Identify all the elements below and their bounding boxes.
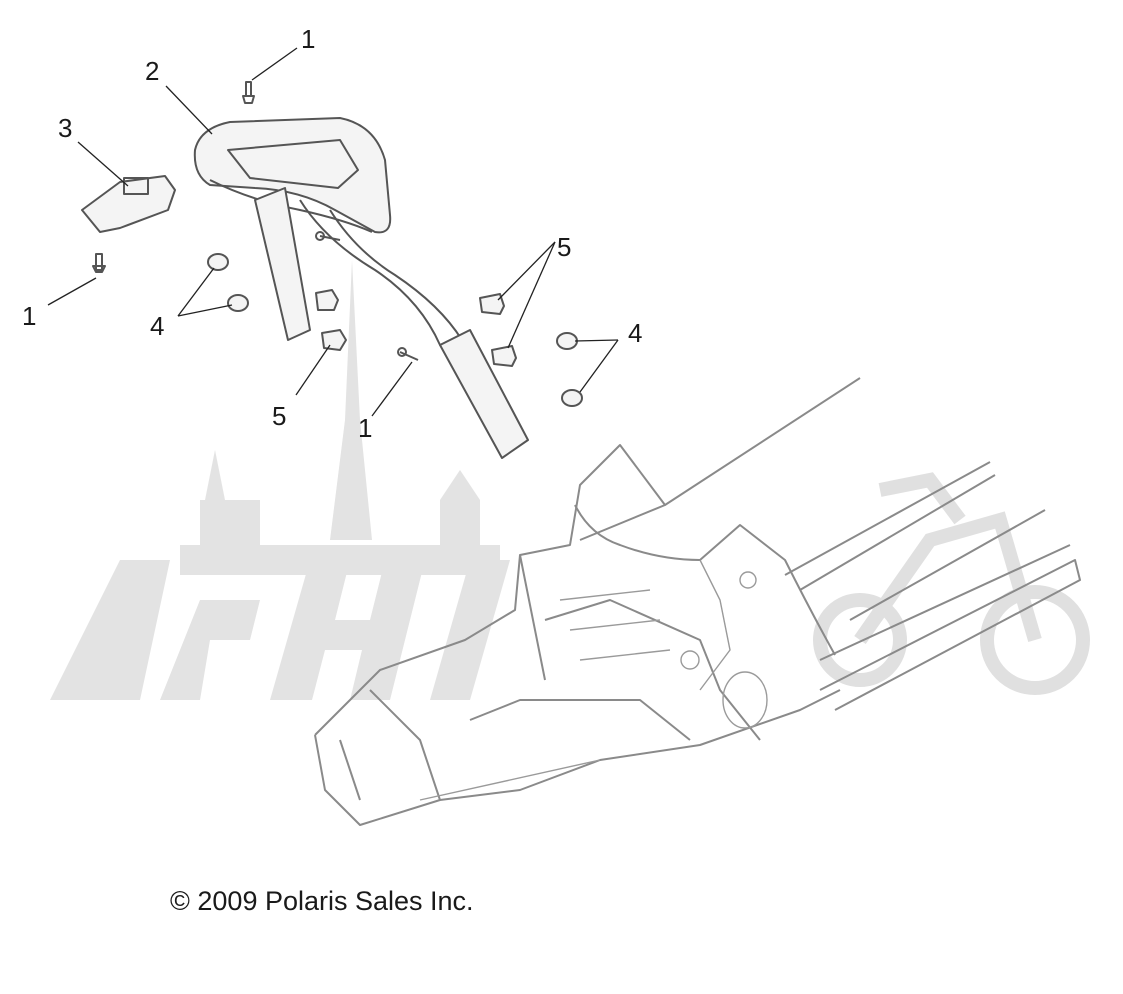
callout-5-right: 5 (557, 232, 571, 262)
callout-labels: 1 2 3 1 4 5 5 4 1 (22, 24, 642, 443)
copyright-notice: © 2009 Polaris Sales Inc. (170, 886, 474, 916)
callout-1-center: 1 (358, 413, 372, 443)
leader-lines (47, 47, 619, 417)
callout-1-top: 1 (301, 24, 315, 54)
callout-3: 3 (58, 113, 72, 143)
callout-2: 2 (145, 56, 159, 86)
callout-4-right: 4 (628, 318, 642, 348)
bracket-part-3 (81, 175, 176, 233)
watermark-graphic (50, 260, 1090, 700)
steering-post-assembly (193, 117, 529, 459)
callout-5-left: 5 (272, 401, 286, 431)
callout-1-left: 1 (22, 301, 36, 331)
fasteners (92, 81, 583, 407)
callout-4-left: 4 (150, 311, 164, 341)
chassis-frame (314, 377, 1081, 826)
